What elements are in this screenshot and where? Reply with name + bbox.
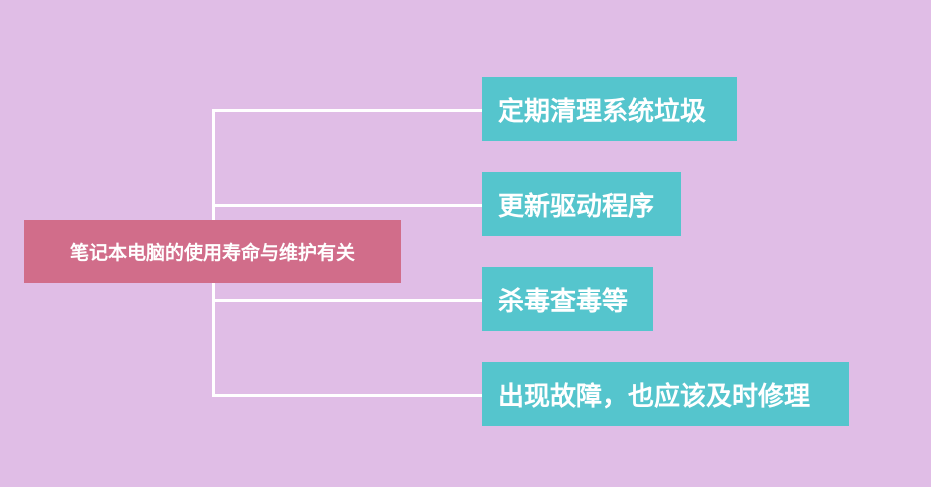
root-node: 笔记本电脑的使用寿命与维护有关 (24, 220, 401, 283)
branch-node-3: 杀毒查毒等 (482, 267, 653, 331)
root-label: 笔记本电脑的使用寿命与维护有关 (69, 242, 355, 264)
branch-node-2: 更新驱动程序 (482, 172, 681, 236)
branch-label: 出现故障，也应该及时修理 (498, 381, 811, 412)
branch-label: 杀毒查毒等 (498, 286, 629, 317)
branch-label: 更新驱动程序 (498, 191, 655, 222)
branch-label: 定期清理系统垃圾 (498, 96, 707, 127)
connector-branch-1 (212, 109, 482, 112)
connector-branch-2 (212, 204, 482, 207)
connector-branch-4 (212, 394, 482, 397)
branch-node-1: 定期清理系统垃圾 (482, 77, 737, 141)
connector-branch-3 (212, 299, 482, 302)
branch-node-4: 出现故障，也应该及时修理 (482, 362, 849, 426)
